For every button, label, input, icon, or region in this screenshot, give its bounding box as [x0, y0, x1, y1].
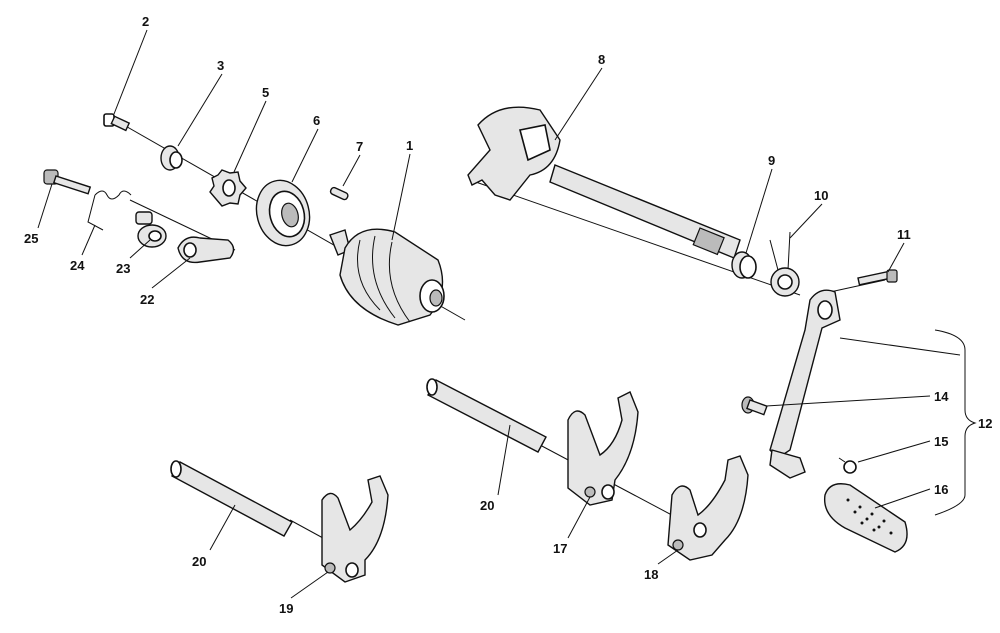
label-1: 1: [406, 138, 413, 153]
part-14-pin: [741, 396, 768, 416]
part-18-shift-fork: [667, 455, 749, 561]
part-20-fork-shaft-left: [170, 460, 293, 537]
part-5-star-plate: [209, 169, 247, 207]
label-18: 18: [644, 567, 658, 582]
label-19: 19: [279, 601, 293, 616]
label-16: 16: [934, 482, 948, 497]
part-1-shift-drum: [329, 228, 445, 326]
label-17: 17: [553, 541, 567, 556]
part-23-roller: [135, 211, 167, 248]
part-16-footpeg-rubber: [823, 483, 908, 553]
label-7: 7: [356, 139, 363, 154]
part-9-collar: [731, 251, 757, 279]
part-7-pin: [329, 186, 349, 201]
label-25: 25: [24, 231, 38, 246]
label-20-left: 20: [192, 554, 206, 569]
part-19-shift-fork: [321, 475, 389, 583]
label-22: 22: [140, 292, 154, 307]
label-24: 24: [70, 258, 85, 273]
label-20-middle: 20: [480, 498, 494, 513]
part-6-bearing: [255, 179, 311, 247]
leader-lines: [37, 29, 977, 599]
part-11-bolt: [857, 269, 898, 286]
label-8: 8: [598, 52, 605, 67]
part-10-return-spring: [769, 231, 800, 297]
part-22-detent-lever: [177, 236, 235, 264]
label-9: 9: [768, 153, 775, 168]
label-10: 10: [814, 188, 828, 203]
label-15: 15: [934, 434, 948, 449]
part-number-labels: 2 3 5 6 7 1 8 9 10 11 12 14 15 16 17 18 …: [24, 14, 992, 616]
label-14: 14: [934, 389, 949, 404]
label-2: 2: [142, 14, 149, 29]
part-2-screw: [103, 113, 131, 132]
part-17-shift-fork: [567, 391, 639, 506]
label-6: 6: [313, 113, 320, 128]
part-3-bushing: [160, 145, 183, 171]
label-12: 12: [978, 416, 992, 431]
part-8-shift-shaft: [467, 106, 741, 259]
part-12-gear-lever: [769, 289, 841, 479]
label-5: 5: [262, 85, 269, 100]
part-25-bolt: [43, 169, 92, 195]
label-11: 11: [897, 227, 911, 242]
label-3: 3: [217, 58, 224, 73]
part-15-clip: [838, 457, 857, 474]
part-20-fork-shaft-middle: [426, 378, 547, 453]
part-24-spring: [87, 190, 132, 231]
label-23: 23: [116, 261, 130, 276]
